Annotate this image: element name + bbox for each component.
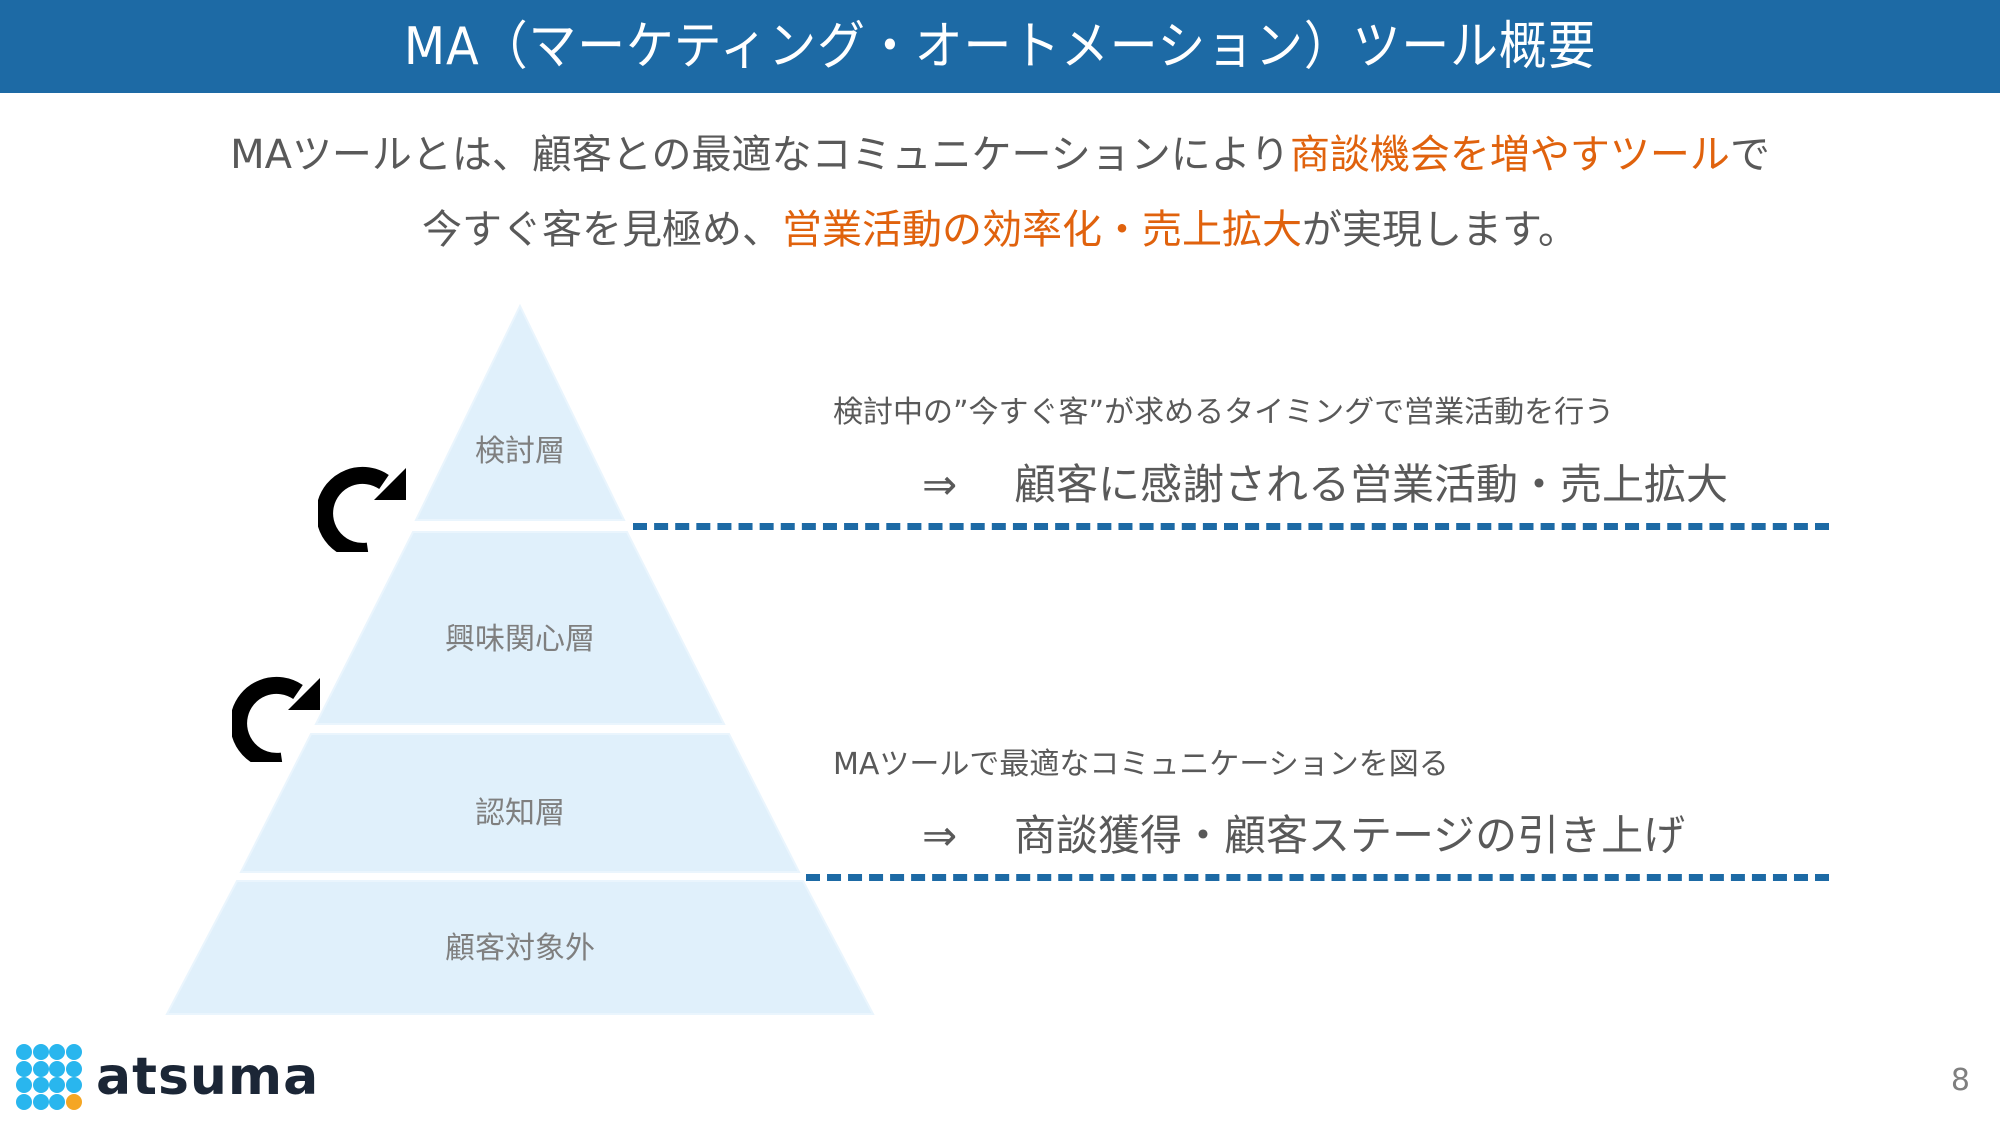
logo-dot-grid-icon: [16, 1044, 82, 1110]
cycle-arrow-icon: [232, 676, 320, 762]
note-1-description: 検討中の”今すぐ客”が求めるタイミングで営業活動を行う: [833, 395, 1615, 430]
lead-line-2-text: 今すぐ客を見極め、: [422, 207, 782, 253]
note-2-result-text: 商談獲得・顧客ステージの引き上げ: [1014, 811, 1686, 860]
pyramid-layer-consideration: [414, 303, 626, 521]
note-1-result: ⇒顧客に感謝される営業活動・売上拡大: [922, 464, 1728, 506]
layer-label-interest: 興味関心層: [445, 622, 595, 657]
pyramid-layer-awareness: [239, 733, 801, 873]
header-bar: MA（マーケティング・オートメーション）ツール概要: [0, 0, 2000, 93]
layer-label-consideration: 検討層: [475, 434, 565, 469]
note-1-result-text: 顧客に感謝される営業活動・売上拡大: [1014, 460, 1729, 509]
pyramid-layer-interest: [314, 531, 726, 725]
layer-label-non-target: 顧客対象外: [445, 931, 595, 966]
pyramid-layer-non-target: [165, 880, 875, 1015]
implies-arrow-icon: ⇒: [922, 811, 958, 860]
lead-line-1-highlight: 商談機会を増やすツール: [1289, 132, 1730, 178]
lead-line-2: 今すぐ客を見極め、営業活動の効率化・売上拡大が実現します。: [0, 210, 2000, 250]
layer-label-awareness: 認知層: [475, 796, 565, 831]
implies-arrow-icon: ⇒: [922, 460, 958, 509]
divider-dashed-line: [633, 523, 1829, 530]
page-number: 8: [1950, 1063, 1970, 1098]
note-2-description: MAツールで最適なコミュニケーションを図る: [833, 747, 1449, 782]
lead-line-2-tail: が実現します。: [1302, 207, 1578, 253]
brand-logo: atsuma: [16, 1044, 319, 1110]
lead-line-2-highlight: 営業活動の効率化・売上拡大: [782, 207, 1302, 253]
cycle-arrow-icon: [318, 466, 406, 552]
lead-line-1: MAツールとは、顧客との最適なコミュニケーションにより商談機会を増やすツールで: [0, 135, 2000, 175]
brand-name: atsuma: [96, 1047, 320, 1107]
slide-title: MA（マーケティング・オートメーション）ツール概要: [403, 16, 1597, 77]
note-2-result: ⇒商談獲得・顧客ステージの引き上げ: [922, 815, 1685, 857]
lead-line-1-text: MAツールとは、顧客との最適なコミュニケーションにより: [230, 132, 1290, 178]
divider-dashed-line: [806, 874, 1829, 881]
lead-line-1-tail: で: [1729, 132, 1770, 178]
